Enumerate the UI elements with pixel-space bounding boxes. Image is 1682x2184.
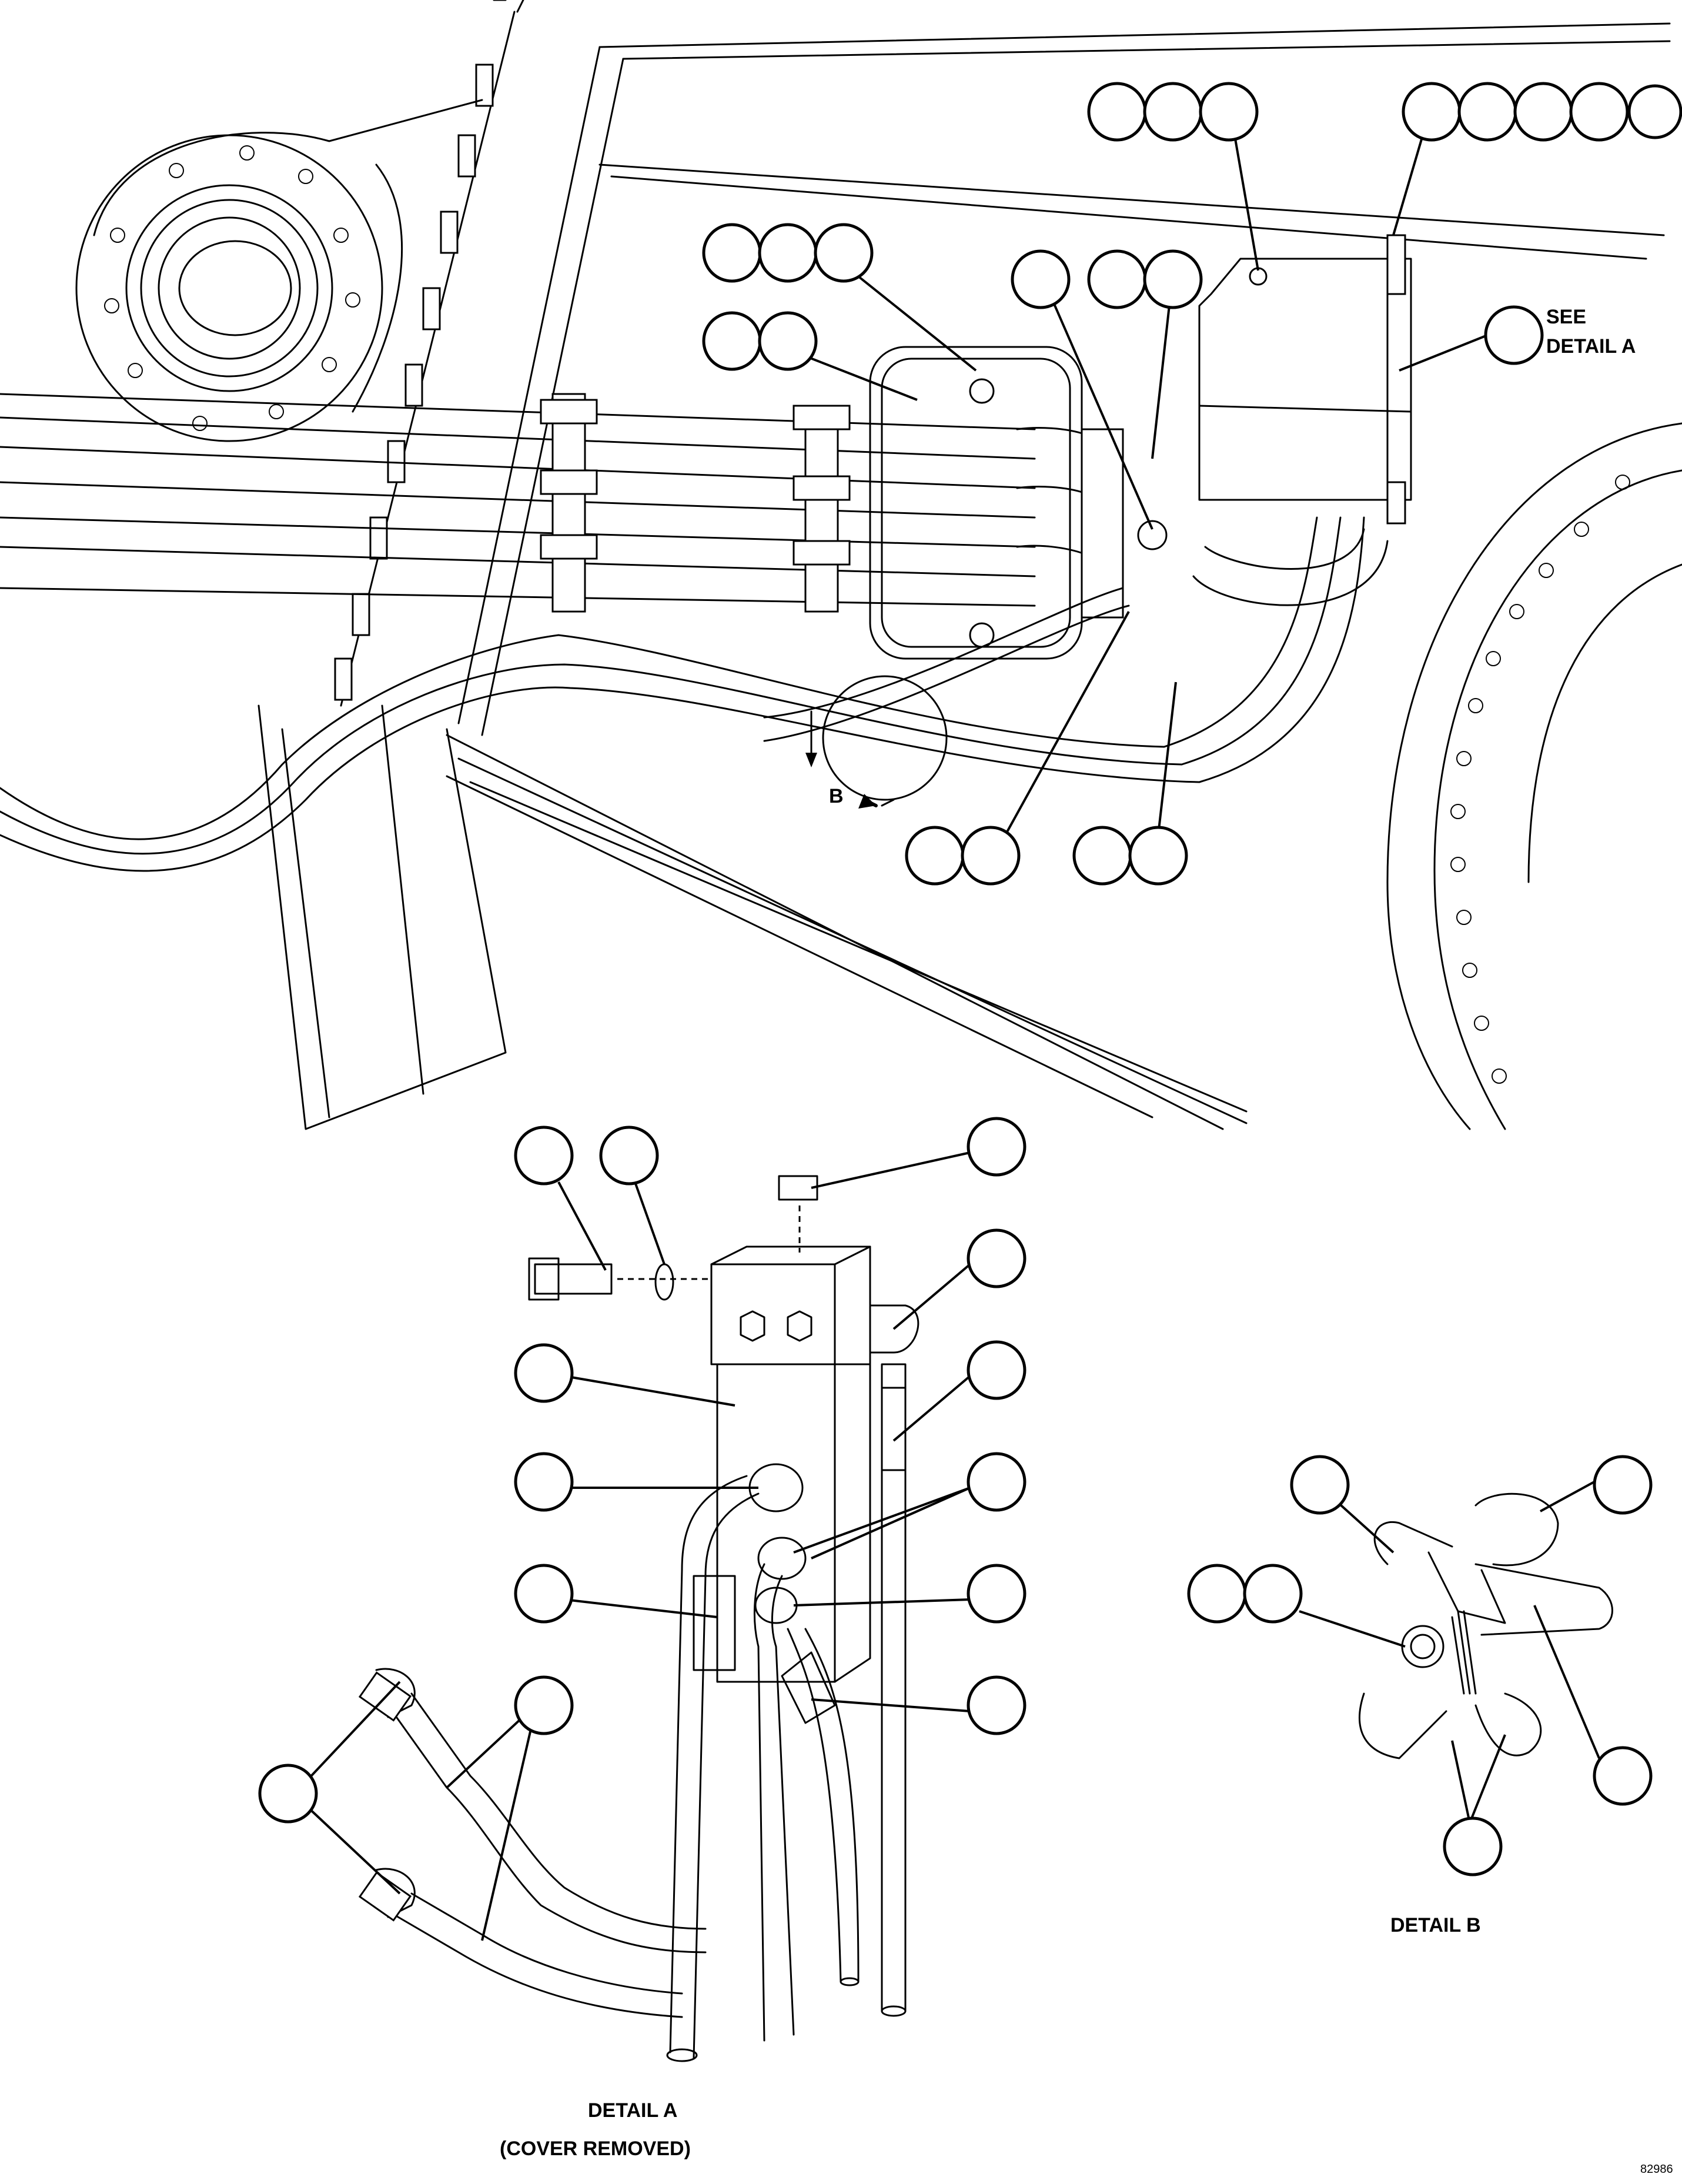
balloon-group-detail-b: [1187, 1455, 1653, 1876]
callout-balloon: [1443, 1816, 1503, 1876]
callout-balloon: [967, 1564, 1026, 1624]
balloon-group-lower: [905, 826, 1188, 886]
valve-cover: [1198, 234, 1412, 525]
balloon-group-mid-left: [702, 223, 874, 371]
callout-balloon: [1011, 249, 1071, 309]
callout-balloon: [1199, 82, 1259, 142]
callout-balloon: [514, 1452, 574, 1512]
callout-balloon: [758, 223, 818, 283]
callout-balloon: [702, 311, 762, 371]
see-detail-a-label-line1: SEE: [1546, 306, 1586, 328]
callout-balloon: [514, 1675, 574, 1735]
hose-fittings: [1016, 427, 1168, 619]
callout-balloon: [1087, 249, 1147, 309]
callout-balloon: [967, 1117, 1026, 1177]
callout-balloon: [1593, 1455, 1653, 1515]
callout-balloon: [514, 1126, 574, 1185]
callout-balloon: [1593, 1746, 1653, 1806]
flange-bolts: [334, 64, 494, 701]
callout-balloon: [1402, 82, 1462, 142]
callout-balloon: [967, 1675, 1026, 1735]
callout-balloon: [1143, 82, 1203, 142]
callout-balloon: [1457, 82, 1517, 142]
callout-balloon: [961, 826, 1021, 886]
callout-balloon: [967, 1228, 1026, 1288]
callout-balloon: [514, 1564, 574, 1624]
callout-balloon: [1128, 826, 1188, 886]
slew-ring: [1386, 422, 1682, 1130]
callout-balloon: [758, 311, 818, 371]
callout-balloon: [599, 1126, 659, 1185]
callout-balloon: [1513, 82, 1573, 142]
callout-balloon: [1072, 826, 1132, 886]
main-assembly-view: [0, 0, 1682, 1130]
hose-clamps: [540, 393, 851, 613]
detail-a-title: DETAIL A: [588, 2099, 677, 2122]
callout-balloon: [1143, 249, 1203, 309]
bearing-flange: [75, 99, 483, 442]
callout-balloon: [1187, 1564, 1247, 1624]
callout-balloon: [258, 1764, 318, 1824]
callout-balloon: [967, 1452, 1026, 1512]
see-detail-a-label-line2: DETAIL A: [1546, 335, 1636, 358]
callout-balloon: [1484, 305, 1544, 365]
view-b-label: B: [829, 785, 844, 807]
callout-balloon: [1569, 82, 1629, 142]
leader-lines: [305, 135, 1606, 1941]
callout-balloon: [1290, 1455, 1350, 1515]
callout-balloon: [702, 223, 762, 283]
callout-balloon: [905, 826, 965, 886]
callout-balloon: [1627, 84, 1682, 139]
detail-b-view: [1359, 1492, 1613, 1759]
callout-balloon: [967, 1340, 1026, 1400]
balloon-group-mid-right: [1011, 249, 1203, 309]
balloon-group-top: [1087, 82, 1682, 142]
drawing-id: 82986: [1640, 2163, 1673, 2176]
balloon-group-see-a: [1484, 305, 1544, 365]
detail-a-view: [358, 1175, 919, 2062]
callout-balloon: [1087, 82, 1147, 142]
callout-balloon: [814, 223, 874, 283]
detail-b-title: DETAIL B: [1390, 1914, 1481, 1936]
callout-balloon: [514, 1343, 574, 1403]
detail-a-subtitle: (COVER REMOVED): [500, 2138, 691, 2160]
callout-balloon: [1243, 1564, 1303, 1624]
balloon-group-detail-a: [258, 1117, 1026, 1824]
